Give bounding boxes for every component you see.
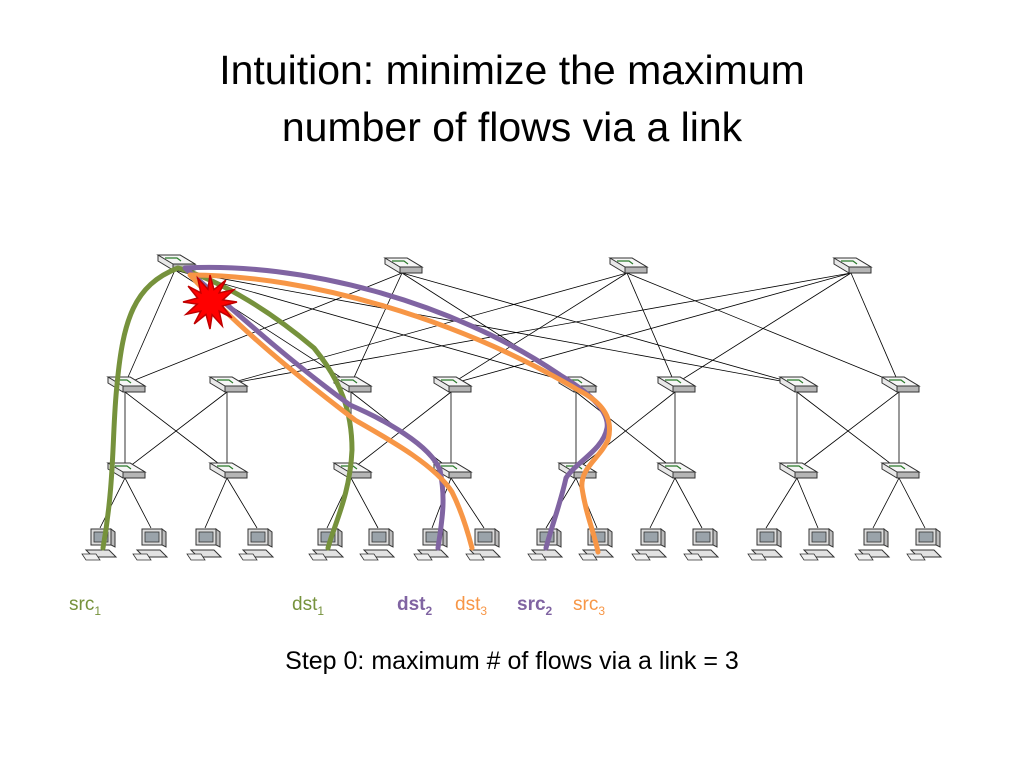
network-switch-icon — [833, 257, 872, 274]
network-links — [99, 269, 926, 529]
desktop-computer-icon — [631, 528, 667, 561]
title-line-1: Intuition: minimize the maximum — [219, 47, 805, 93]
edge-host-link — [649, 477, 676, 529]
edge-host-link — [204, 477, 228, 529]
core-agg-link — [226, 272, 628, 385]
edge-host-link — [350, 477, 379, 529]
label-subscript: 2 — [426, 604, 433, 618]
edge-host-link — [674, 477, 703, 529]
network-switch-icon — [657, 462, 696, 479]
label-subscript: 2 — [546, 604, 553, 618]
desktop-computer-icon — [238, 528, 274, 561]
explosion-shape — [182, 274, 238, 330]
edge-host-link — [765, 477, 798, 529]
label-dst1: dst1 — [292, 594, 324, 618]
desktop-computer-icon — [132, 528, 168, 561]
agg-edge-link — [796, 391, 900, 471]
desktop-computer-icon — [81, 528, 117, 561]
label-src3: src3 — [573, 594, 605, 618]
core-agg-link — [124, 272, 403, 385]
edge-host-link — [796, 477, 819, 529]
flow-1-path — [100, 265, 355, 551]
label-base: src — [517, 594, 546, 615]
edge-host-link — [99, 477, 126, 529]
desktop-computer-icon — [308, 528, 344, 561]
desktop-computer-icon — [683, 528, 719, 561]
slide-title: Intuition: minimize the maximum number o… — [0, 42, 1024, 156]
desktop-computer-icon — [799, 528, 835, 561]
network-switch-icon — [779, 462, 818, 479]
flow-paths — [100, 264, 612, 555]
title-line-2: number of flows via a link — [281, 104, 743, 150]
core-agg-link — [450, 272, 852, 385]
desktop-computer-icon — [906, 528, 942, 561]
network-switch-icon — [209, 376, 248, 393]
desktop-computer-icon — [413, 528, 449, 561]
label-dst3: dst3 — [455, 594, 487, 618]
label-subscript: 3 — [480, 604, 487, 618]
network-switch-icon — [209, 462, 248, 479]
desktop-computer-icon — [747, 528, 783, 561]
desktop-computer-icon — [854, 528, 890, 561]
core-agg-link — [174, 269, 577, 385]
edge-host-link — [226, 477, 258, 529]
label-src1: src1 — [69, 594, 101, 618]
label-base: src — [69, 594, 94, 615]
edge-host-link — [450, 477, 485, 529]
step-caption: Step 0: maximum # of flows via a link = … — [285, 647, 739, 675]
explosion-icon — [182, 274, 238, 330]
core-agg-link — [850, 272, 900, 385]
network-switch-icon — [107, 376, 146, 393]
flow-3-path — [187, 272, 612, 555]
label-base: dst — [292, 594, 318, 615]
core-agg-link — [401, 272, 798, 385]
edge-host-link — [124, 477, 152, 529]
hosts — [81, 528, 942, 561]
desktop-computer-icon — [359, 528, 395, 561]
agg-edge-link — [124, 391, 228, 471]
edge-host-link — [898, 477, 926, 529]
label-base: dst — [455, 594, 481, 615]
core-agg-link — [124, 269, 176, 385]
core-agg-link — [350, 272, 403, 385]
core-agg-link — [226, 272, 852, 385]
edge-host-link — [872, 477, 900, 529]
network-switch-icon — [779, 376, 818, 393]
label-base: dst — [397, 594, 426, 615]
network-switch-icon — [433, 376, 472, 393]
core-agg-link — [674, 272, 852, 385]
desktop-computer-icon — [186, 528, 222, 561]
label-src2: src2 — [517, 594, 553, 618]
label-subscript: 1 — [317, 604, 324, 618]
network-switch-icon — [657, 376, 696, 393]
network-switch-icon — [384, 257, 423, 274]
flow-2-path — [182, 264, 610, 551]
label-subscript: 1 — [94, 604, 101, 618]
agg-edge-link — [575, 391, 676, 471]
network-switch-icon — [609, 257, 648, 274]
label-subscript: 3 — [598, 604, 605, 618]
network-switch-icon — [881, 376, 920, 393]
label-base: src — [573, 594, 598, 615]
network-switch-icon — [881, 462, 920, 479]
label-dst2: dst2 — [397, 594, 433, 618]
